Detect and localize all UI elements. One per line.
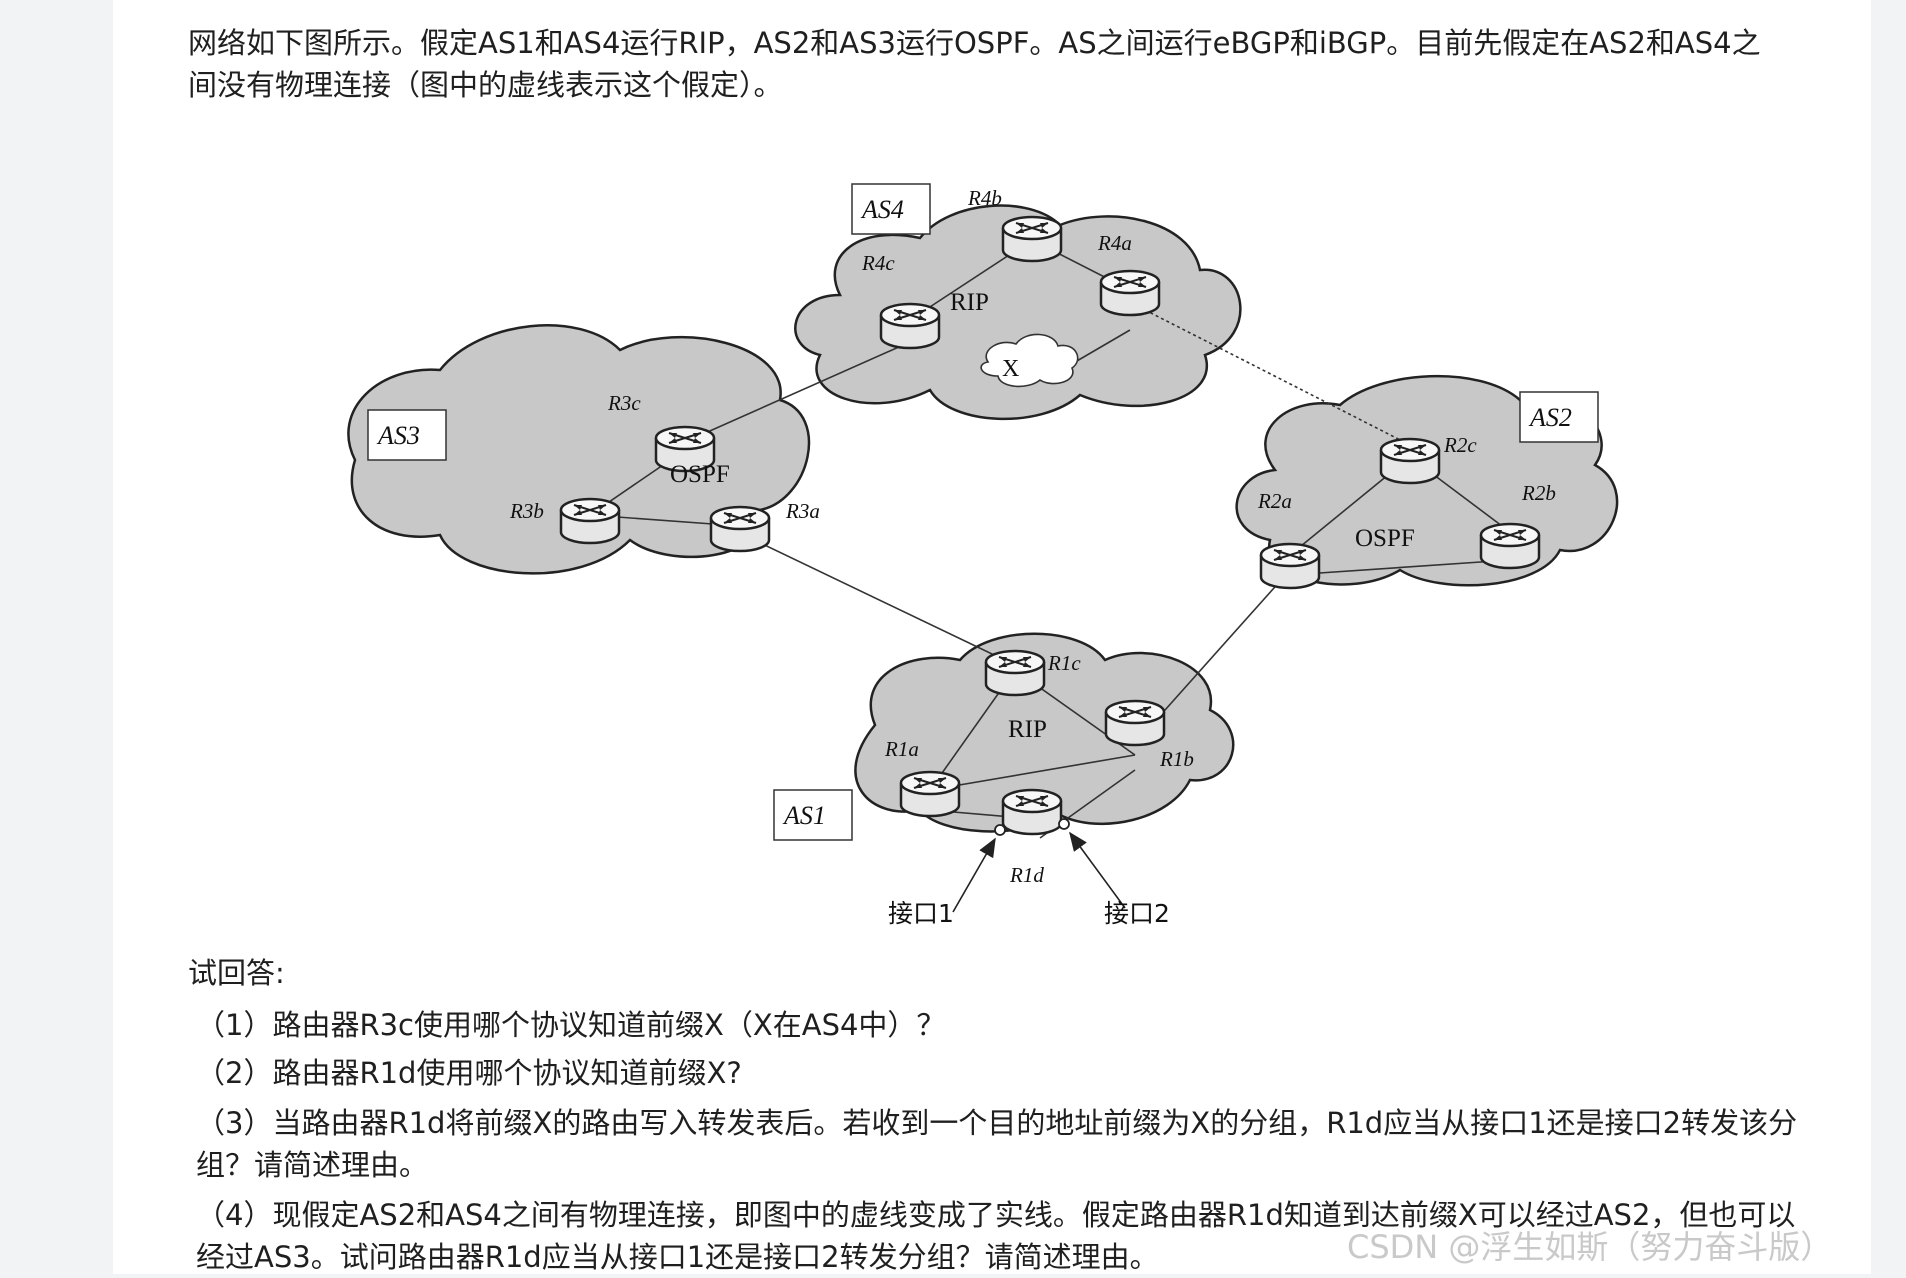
router-r4b xyxy=(1001,215,1063,263)
interface-1-port xyxy=(994,824,1006,836)
as1-label: AS1 xyxy=(782,801,826,830)
interface-2-arrow xyxy=(1069,831,1126,909)
router-r2a xyxy=(1259,542,1321,590)
router-r4c xyxy=(879,302,941,350)
cloud-as4 xyxy=(794,204,1242,420)
router-r2b-label: R2b xyxy=(1521,481,1556,505)
router-r3a xyxy=(709,505,771,553)
question-1: （1）路由器R3c使用哪个协议知道前缀X（X在AS4中）？ xyxy=(196,1008,946,1042)
interface-1-label: 接口1 xyxy=(888,899,954,928)
router-r1a xyxy=(899,770,961,818)
router-r3b xyxy=(559,497,621,545)
network-diagram: X AS4 AS3 AS2 AS1 RIP OSPF OSPF RIP R4b … xyxy=(347,183,1619,928)
question-3: （3）当路由器R1d将前缀X的路由写入转发表后。若收到一个目的地址前缀为X的分组… xyxy=(196,1106,1798,1182)
router-r1b xyxy=(1104,699,1166,747)
cloud-as3 xyxy=(347,324,811,575)
csdn-watermark: CSDN @浮生如斯（努力奋斗版） xyxy=(1347,1228,1833,1266)
router-r4b-label: R4b xyxy=(967,186,1002,210)
router-r1d xyxy=(1001,788,1063,836)
link-r1b-r2a xyxy=(1139,569,1291,739)
link-r3a-r1c xyxy=(749,537,1016,666)
router-r1d-label: R1d xyxy=(1009,863,1044,887)
router-r3a-label: R3a xyxy=(785,499,820,523)
as3-box xyxy=(367,409,447,461)
link-r4a-r2c-dashed xyxy=(1144,309,1411,446)
router-r2a-label: R2a xyxy=(1257,489,1292,513)
question-4: （4）现假定AS2和AS4之间有物理连接，即图中的虚线变成了实线。假定路由器R1… xyxy=(196,1198,1796,1274)
router-r4c-label: R4c xyxy=(861,251,895,275)
as4-label: AS4 xyxy=(860,195,904,224)
as3-label: AS3 xyxy=(376,421,420,450)
router-r4a-label: R4a xyxy=(1097,231,1132,255)
interface-1-arrow xyxy=(952,837,996,913)
question-2: （2）路由器R1d使用哪个协议知道前缀X? xyxy=(196,1056,742,1090)
as2-box xyxy=(1519,391,1599,443)
ask-heading: 试回答: xyxy=(188,956,285,990)
interface-2-port xyxy=(1058,818,1070,830)
as4-protocol-label: RIP xyxy=(950,289,989,316)
as1-protocol-label: RIP xyxy=(1008,716,1047,743)
router-r1c xyxy=(984,649,1046,697)
as3-protocol-label: OSPF xyxy=(670,461,730,488)
link-r4c-r3c xyxy=(684,341,911,443)
router-r2b xyxy=(1479,522,1541,570)
router-r1a-label: R1a xyxy=(884,737,919,761)
prefix-x-cloud: X xyxy=(980,333,1079,388)
as2-protocol-label: OSPF xyxy=(1355,525,1415,552)
router-r4a xyxy=(1099,269,1161,317)
link-r1a-r1b xyxy=(929,754,1136,791)
link-r4a-x xyxy=(1069,329,1131,366)
as2-label: AS2 xyxy=(1528,403,1572,432)
router-r2c-label: R2c xyxy=(1443,433,1477,457)
prefix-x-label: X xyxy=(1002,356,1019,382)
router-r3c-label: R3c xyxy=(607,391,641,415)
intro-paragraph: 网络如下图所示。假定AS1和AS4运行RIP，AS2和AS3运行OSPF。AS之… xyxy=(188,26,1761,102)
router-r3b-label: R3b xyxy=(509,499,544,523)
interface-2-label: 接口2 xyxy=(1104,899,1170,928)
as4-box xyxy=(851,183,931,235)
router-r1b-label: R1b xyxy=(1159,747,1194,771)
link-r2a-r2b xyxy=(1289,559,1511,576)
as1-box xyxy=(773,789,853,841)
router-r1c-label: R1c xyxy=(1047,651,1081,675)
router-r2c xyxy=(1379,437,1441,485)
